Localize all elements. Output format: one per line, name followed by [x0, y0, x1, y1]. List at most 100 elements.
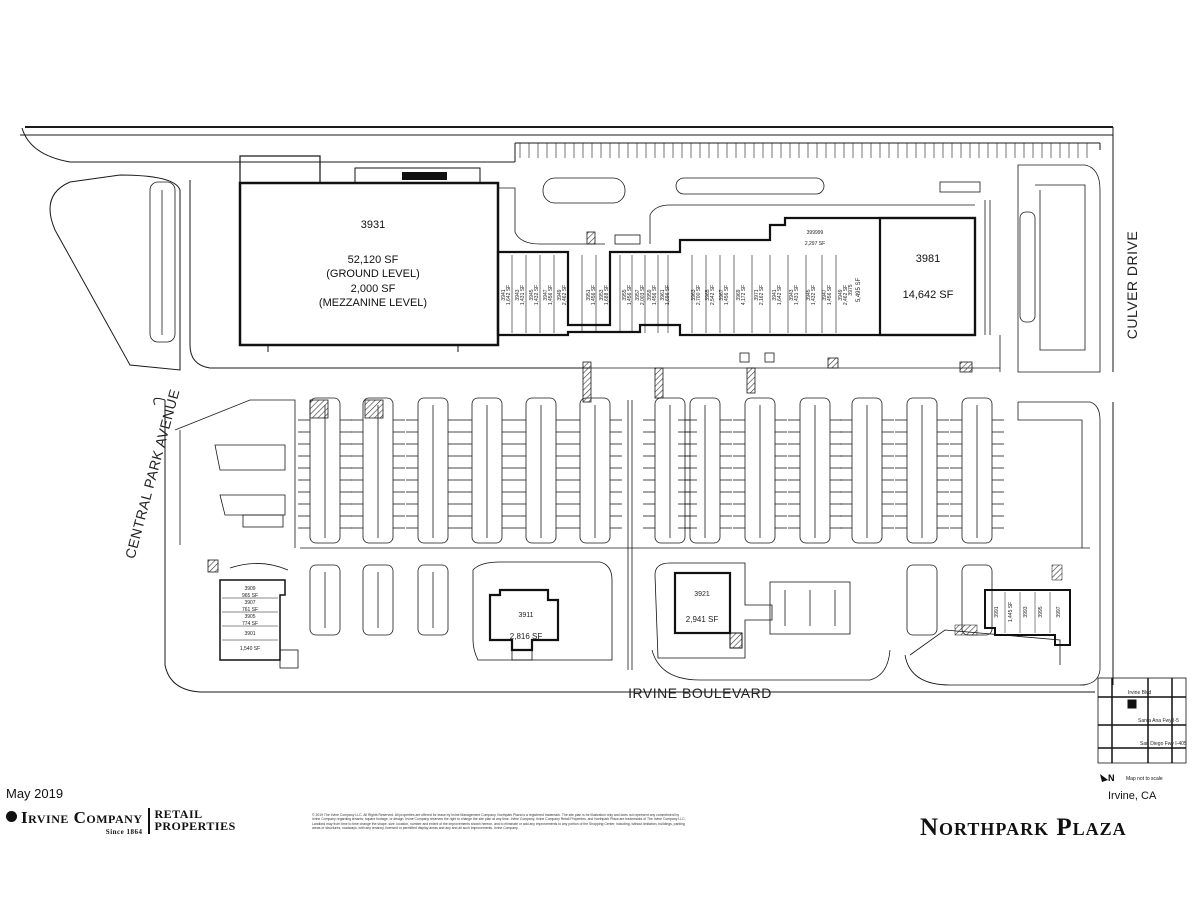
nw-parking — [149, 181, 176, 343]
top-road — [20, 126, 1113, 163]
strip-unit-sf: 1,688 SF — [604, 285, 610, 305]
strip-unit-number: 3963 — [691, 289, 697, 300]
strip-unit-sf: 1,431 SF — [794, 285, 800, 305]
b3975-sf: 5,495 SF — [856, 277, 862, 302]
sw-unit-label: 1,540 SF — [240, 646, 260, 652]
strip-unit-sf: 1,456 SF — [724, 285, 730, 305]
se-mid-lot — [651, 581, 891, 681]
strip-unit-sf: 1,456 SF — [827, 285, 833, 305]
legal-text: © 2019 The Irvine Company LLC. All Right… — [312, 813, 686, 831]
strip-unit-number: 3961 — [660, 289, 666, 300]
parking-row — [362, 564, 394, 636]
strip-unit-number: 3951 — [586, 289, 592, 300]
b3911-sf: 2,816 SF — [510, 632, 543, 641]
strip-unit-sf: 1,456 SF — [591, 285, 597, 305]
strip-unit-sf: 2,003 SF — [640, 285, 646, 305]
ne-parking — [1017, 164, 1101, 373]
inset-street: Irvine Blvd — [1128, 690, 1152, 696]
logo-divider — [147, 808, 150, 834]
b3921-sf: 2,941 SF — [686, 615, 719, 624]
strip-unit-sf: 2,162 SF — [759, 285, 765, 305]
building-3921 — [654, 562, 773, 659]
b3981-number: 3981 — [916, 253, 940, 265]
logo-mark-icon — [6, 811, 17, 822]
sw-unit-label: 3909 — [244, 586, 255, 592]
parking-row — [851, 397, 883, 544]
b3981-sf: 14,642 SF — [903, 289, 954, 301]
logo-company: Irvine Company Since 1864 — [21, 808, 143, 836]
strip-unit-sf: 1,432 SF — [811, 285, 817, 305]
strip-unit-number: 3945 — [529, 289, 535, 300]
north-arrow-icon — [1100, 774, 1108, 782]
plaza-title: Northpark Plaza — [920, 814, 1127, 841]
logo-since: Since 1864 — [105, 828, 143, 836]
building-3981 — [878, 216, 977, 337]
strip-unit-sf: 1,642 SF — [777, 285, 783, 305]
b3999-sf: 2,297 SF — [805, 241, 825, 247]
se-unit-label: 3991 — [994, 606, 1000, 617]
inset-map: Irvine Blvd Santa Ana Fwy I-5 San Diego … — [1097, 677, 1187, 764]
logo-retail-line1: RETAIL — [154, 807, 203, 821]
strip-unit-sf: 1,642 SF — [506, 285, 512, 305]
parking-row — [417, 397, 449, 544]
strip-unit-number: 3945 — [806, 289, 812, 300]
strip-unit-sf: 1,456 SF — [627, 285, 633, 305]
strip-unit-number: 3957 — [635, 289, 641, 300]
b3931-level2: (MEZZANINE LEVEL) — [319, 297, 427, 309]
b3931-sf2: 2,000 SF — [351, 283, 396, 295]
sw-unit-label: 965 SF — [242, 593, 258, 599]
parking-row — [309, 564, 341, 636]
strip-unit-number: 3947 — [822, 289, 828, 300]
strip-unit-sf: 4,172 SF — [741, 285, 747, 305]
top-road-stalls — [519, 143, 1088, 158]
sw-unit-label: 3905 — [244, 614, 255, 620]
logo-retail: RETAIL PROPERTIES — [155, 808, 236, 832]
strip-unit-sf: 1,456 SF — [548, 285, 554, 305]
se-unit-labels: 3991 1,445 SF 3993 3995 3997 — [994, 602, 1062, 622]
strip-unit-sf: 2,462 SF — [843, 285, 849, 305]
strip-unit-number: 3969 — [736, 289, 742, 300]
b3975-number: 3975 — [848, 284, 854, 295]
inset-street: San Diego Fwy I-405 — [1140, 741, 1187, 747]
strip-unit-number: 3943 — [789, 289, 795, 300]
strip-unit-number: 3967 — [719, 289, 725, 300]
sw-unit-labels: 3909 965 SF 3907 761 SF 3905 774 SF 3901… — [240, 586, 260, 652]
parking-row — [654, 397, 686, 544]
parking-row — [525, 397, 557, 544]
building-3911 — [472, 561, 613, 661]
west-lot — [174, 399, 296, 573]
se-unit-label: 1,445 SF — [1008, 602, 1014, 622]
parking-row — [799, 397, 831, 544]
east-lot — [1017, 401, 1101, 686]
cross-aisle — [300, 400, 1090, 670]
sw-buildings — [219, 563, 299, 669]
accessible-stall — [309, 399, 329, 419]
central-park-road — [49, 174, 1095, 693]
strip-unit-sf: 1,431 SF — [520, 285, 526, 305]
strip-unit-sf: 1,456 SF — [652, 285, 658, 305]
strip-unit-sf: 1,432 SF — [534, 285, 540, 305]
strip-unit-sf: 2,700 SF — [696, 285, 702, 305]
parking-row — [961, 564, 993, 636]
se-unit-label: 3997 — [1056, 606, 1062, 617]
b3931-sf: 52,120 SF — [348, 254, 399, 266]
shop-strip — [496, 216, 977, 337]
strip-unit-number: 3955 — [622, 289, 628, 300]
se-unit-label: 3993 — [1023, 606, 1029, 617]
parking-row — [579, 397, 611, 544]
date-label: May 2019 — [6, 786, 64, 801]
strip-unit-number: 3965 — [705, 289, 711, 300]
strip-unit-number: 3971 — [754, 289, 760, 300]
strip-unit-sf: 1,696 SF — [665, 285, 671, 305]
parking-row — [906, 397, 938, 544]
se-buildings — [904, 564, 1085, 686]
irvine-boulevard-label: IRVINE BOULEVARD — [628, 685, 772, 701]
parking-row — [309, 397, 341, 544]
parking-row — [689, 397, 721, 544]
parking-row — [417, 564, 449, 636]
strip-unit-number: 3949 — [557, 289, 563, 300]
strip-unit-number: 3947 — [543, 289, 549, 300]
sw-unit-label: 774 SF — [242, 621, 258, 627]
